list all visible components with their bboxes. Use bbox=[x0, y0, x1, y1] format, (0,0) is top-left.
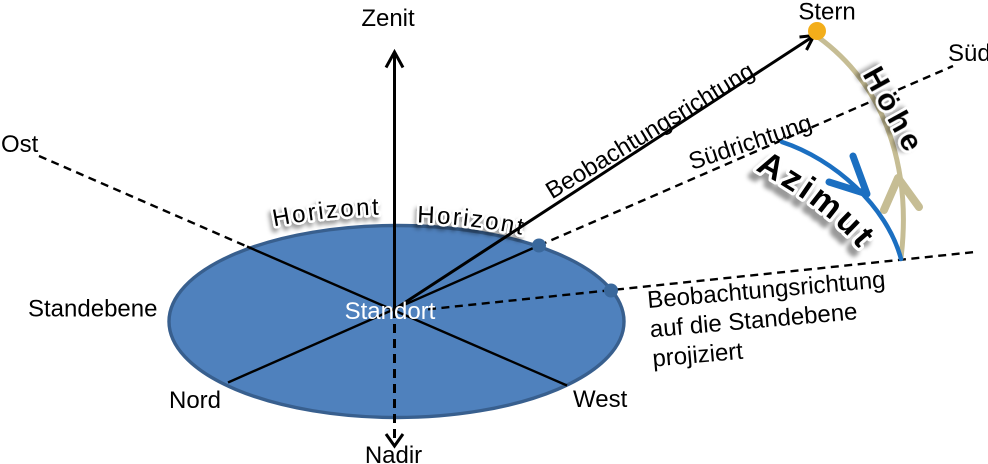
svg-text:Zenit: Zenit bbox=[361, 5, 415, 32]
svg-text:Süd: Süd bbox=[948, 40, 988, 67]
svg-text:West: West bbox=[573, 386, 628, 413]
svg-text:Ost: Ost bbox=[1, 131, 39, 158]
svg-text:Standort: Standort bbox=[345, 298, 436, 325]
svg-text:Standebene: Standebene bbox=[28, 296, 157, 323]
svg-text:Stern: Stern bbox=[798, 0, 855, 26]
svg-text:Nadir: Nadir bbox=[365, 442, 422, 464]
svg-text:Nord: Nord bbox=[169, 387, 221, 414]
